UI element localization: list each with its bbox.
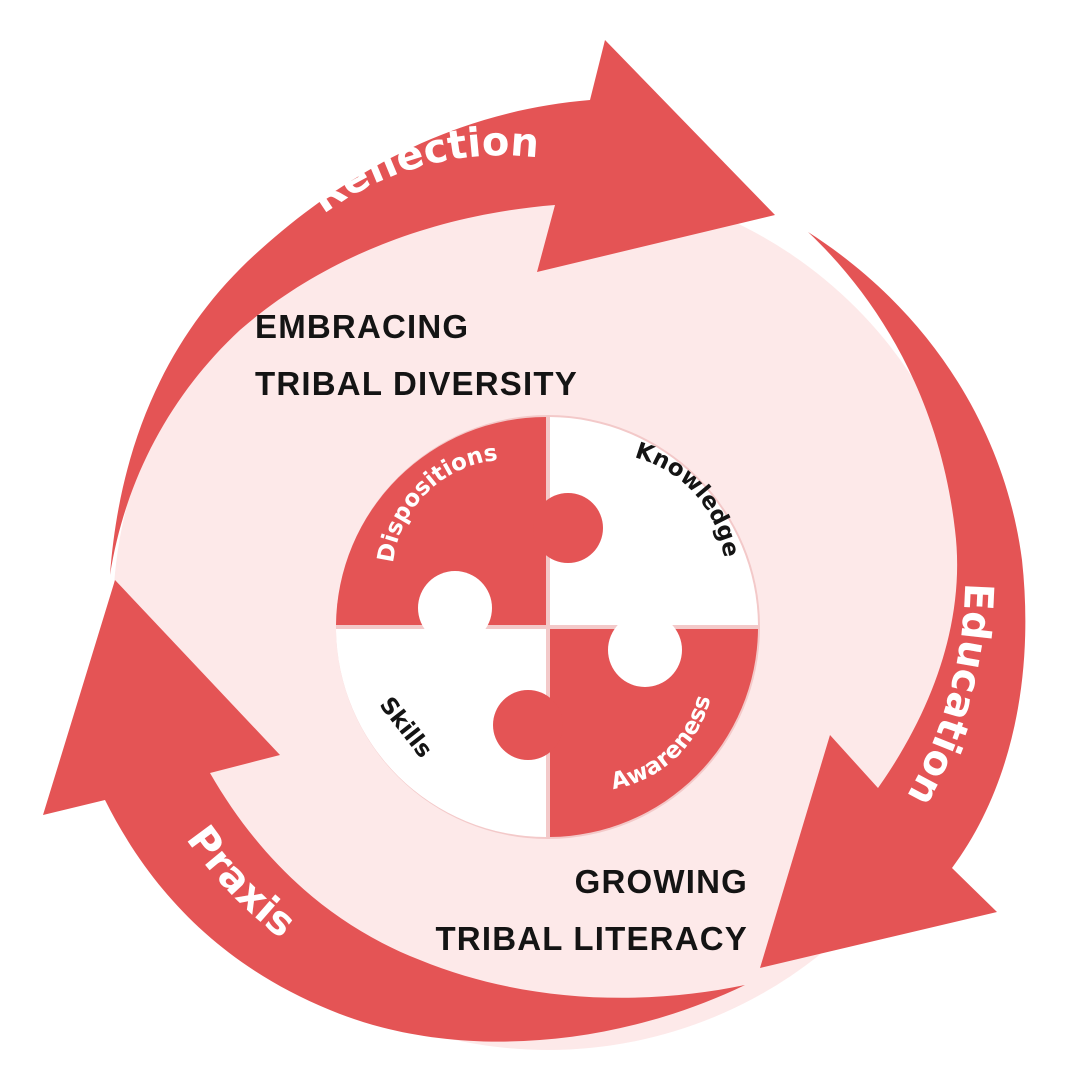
puzzle-piece-skills [336,629,546,837]
puzzle-piece-knowledge [550,417,758,625]
education-arrow [760,232,1026,968]
puzzle-piece-dispositions [336,417,546,625]
knob-skills-into-dispositions [418,571,492,645]
praxis-arrow [43,580,745,1042]
headline-bottom-line1: GROWING [575,863,748,900]
puzzle-piece-awareness [550,629,758,837]
knob-dispositions-into-knowledge [533,493,603,563]
knob-knowledge-into-awareness [608,613,682,687]
puzzle-circle [336,415,760,839]
knob-awareness-into-skills [493,690,563,760]
reflection-arrow [110,40,775,575]
headline-top-line1: EMBRACING [255,308,469,345]
headline-bottom-line2: TRIBAL LITERACY [435,920,748,957]
headline-top-line2: TRIBAL DIVERSITY [255,365,578,402]
